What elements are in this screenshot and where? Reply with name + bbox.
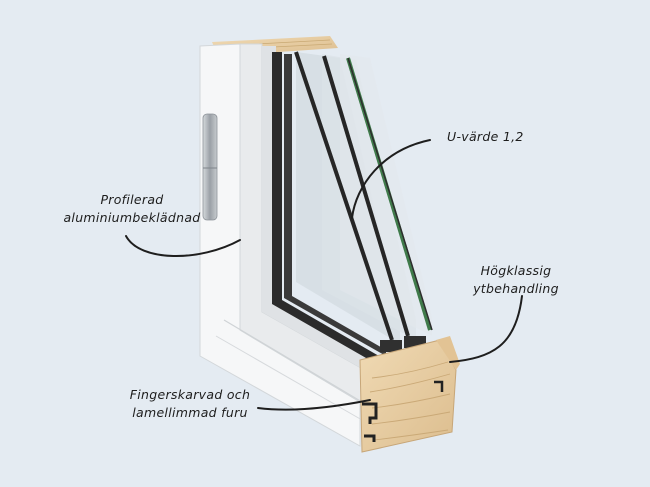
label-ytbehandling-line1: Högklassig: [480, 263, 552, 278]
label-fingerskarvad-furu: Fingerskarvad och lamellimmad furu: [100, 386, 280, 422]
wooden-frame-section: [359, 336, 460, 453]
label-hogklassig-ytbehandling: Högklassig ytbehandling: [456, 262, 576, 298]
label-fingerskarvad-line1: Fingerskarvad och: [129, 387, 251, 402]
annotation-lines: [125, 139, 523, 411]
label-u-varde: U-värde 1,2: [447, 128, 524, 146]
label-profilerad-aluminiumbekladnad: Profilerad aluminiumbeklädnad: [62, 191, 202, 227]
label-u-varde-line1: U-värde 1,2: [447, 129, 524, 144]
annotation-line-u-varde: [351, 139, 431, 219]
label-profilerad-line2: aluminiumbeklädnad: [63, 210, 201, 225]
annotation-line-profilerad: [125, 235, 241, 257]
annotation-line-fingerskarvad: [257, 399, 371, 411]
triple-glazing: [294, 51, 433, 352]
label-profilerad-line1: Profilerad: [100, 192, 164, 207]
hinge-icon: [202, 113, 218, 221]
annotation-line-ytbehandling: [449, 295, 523, 363]
label-ytbehandling-line2: ytbehandling: [473, 281, 559, 296]
label-fingerskarvad-line2: lamellimmad furu: [132, 405, 248, 420]
